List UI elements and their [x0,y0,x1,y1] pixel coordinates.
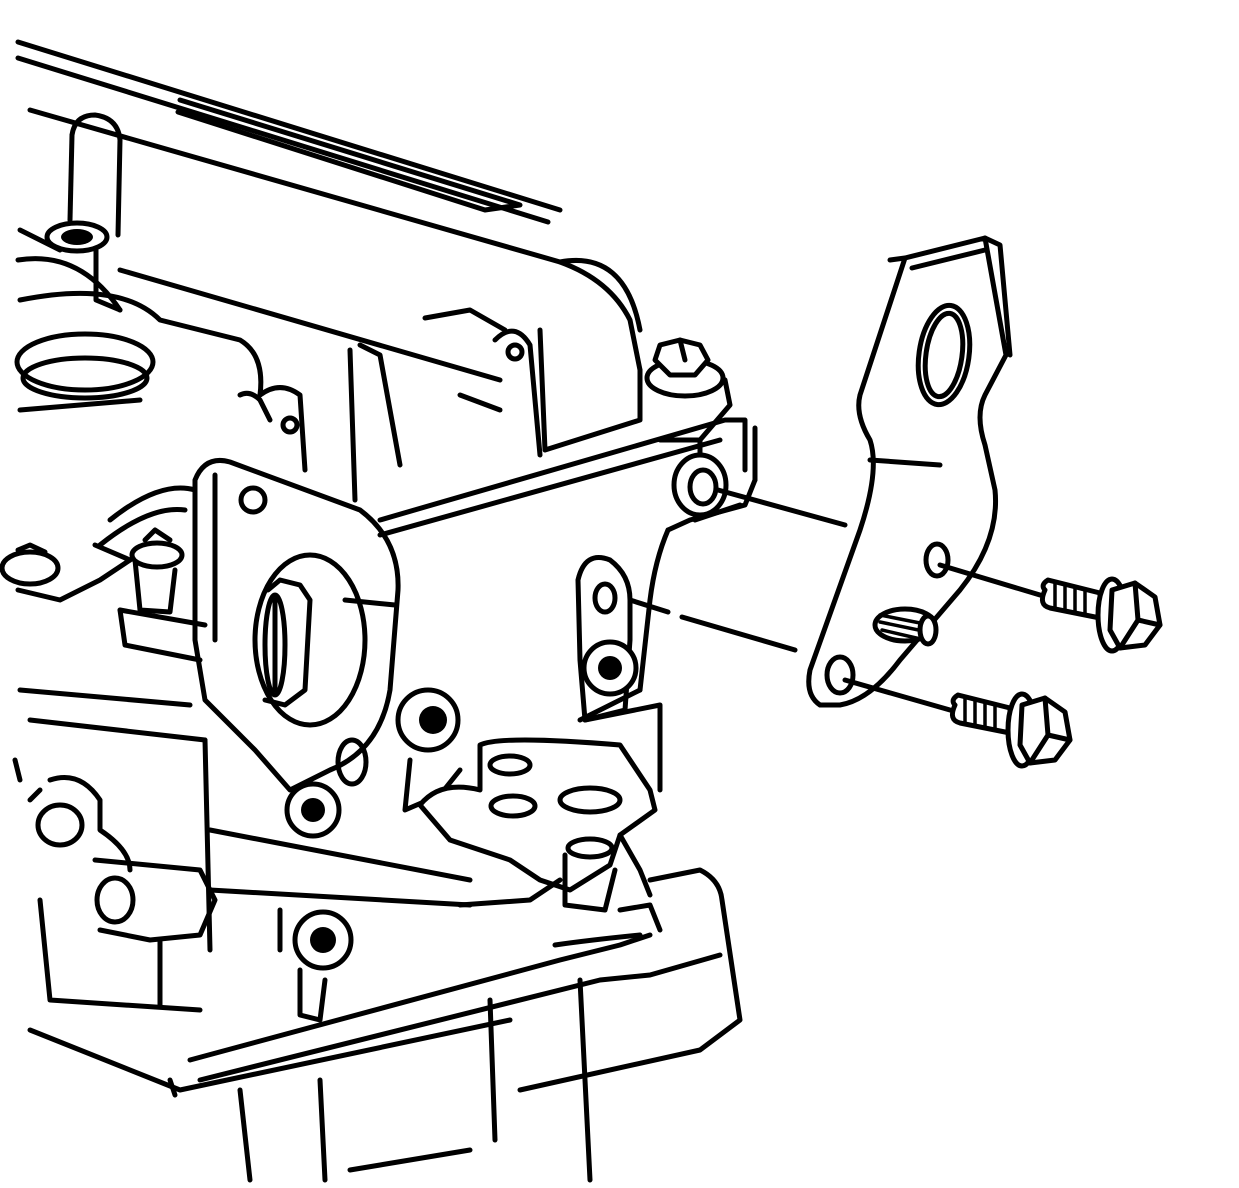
bracket-bolt-upper [1039,576,1163,654]
left-rail [27,485,198,803]
bracket-bolt-lower [949,691,1073,769]
intake-port [14,227,308,473]
oil-pan [12,687,743,1183]
mounting-boss-upper [671,452,729,518]
head-bolt [644,337,726,399]
rear-post [44,112,123,313]
lower-bracket-plate [395,687,663,913]
bracket-stud [872,606,939,647]
mounting-boss-lower [575,555,639,723]
left-bolt [0,542,133,603]
sensor [92,527,208,663]
bracket [806,235,1013,708]
engine-assembly [0,39,758,1183]
valve-cover [15,39,643,503]
alignment-lines [627,487,1043,713]
head-block [377,367,758,723]
front-cover [192,458,401,839]
